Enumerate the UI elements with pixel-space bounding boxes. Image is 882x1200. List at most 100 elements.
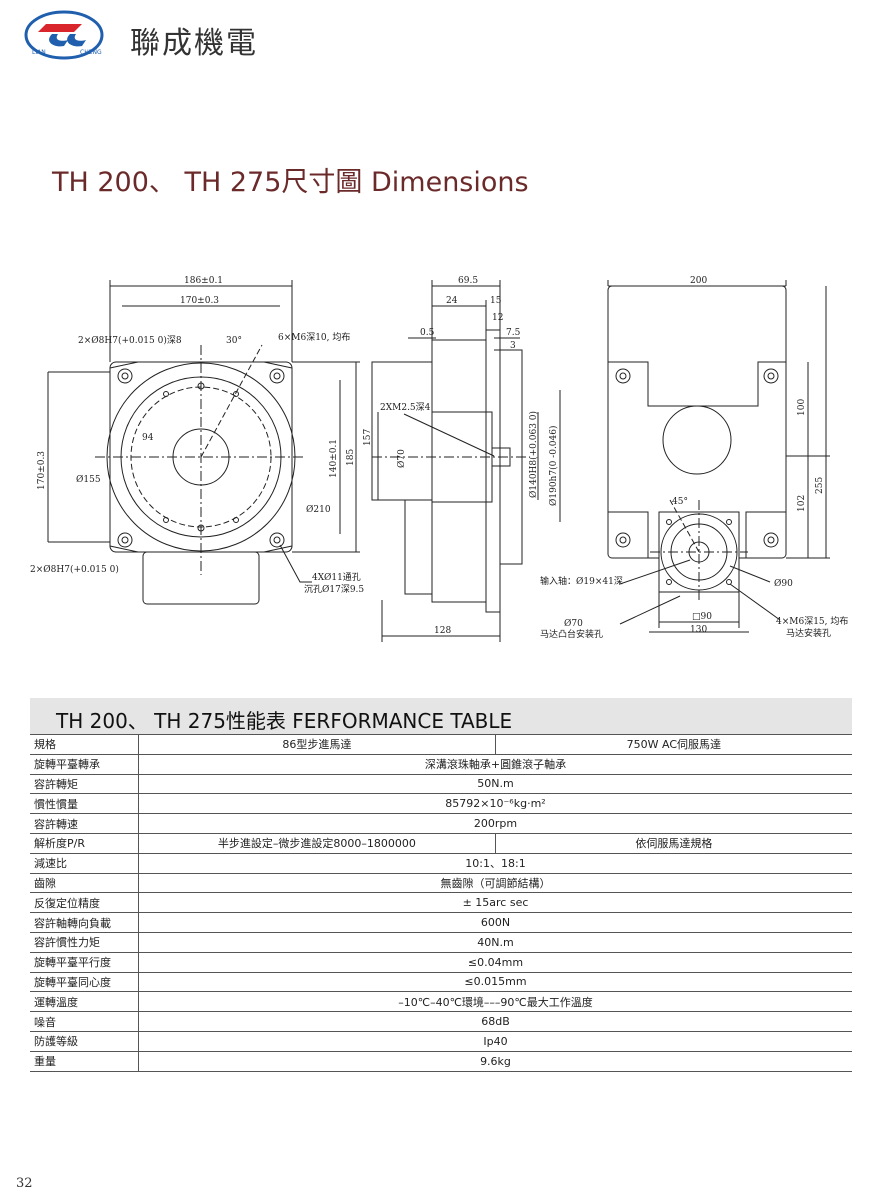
dim-102: 102 — [797, 495, 807, 512]
boss-holes-label: 马达凸台安装孔 — [540, 628, 603, 640]
row-label: 旋轉平臺平行度 — [30, 952, 139, 973]
dim-128: 128 — [434, 626, 451, 636]
logo-text-right: CHENG — [80, 49, 102, 56]
dim-69-5: 69.5 — [458, 276, 478, 286]
row-value-stepper: 半步進設定–微步進設定8000–1800000 — [138, 833, 496, 854]
row-label: 減速比 — [30, 853, 139, 874]
dim-7-5: 7.5 — [506, 328, 521, 338]
row-label: 重量 — [30, 1051, 139, 1072]
row-label: 解析度P/R — [30, 833, 139, 854]
row-value: ≤0.04mm — [138, 952, 852, 973]
dim-90-square: □90 — [692, 612, 712, 622]
row-label: 容許軸轉向負載 — [30, 912, 139, 933]
motor-holes-label: 马达安装孔 — [786, 627, 831, 639]
dim-15: 15 — [490, 296, 502, 306]
dim-170-width: 170±0.3 — [180, 296, 219, 306]
page-number: 32 — [16, 1176, 33, 1191]
row-value: 40N.m — [138, 932, 852, 953]
table-row: 反復定位精度± 15arc sec — [30, 892, 852, 914]
row-label: 容許慣性力矩 — [30, 932, 139, 953]
through-holes: 4XØ11通孔 — [312, 572, 361, 583]
performance-header: TH 200、 TH 275性能表 FERFORMANCE TABLE — [30, 698, 852, 734]
table-row: 齒隙無齒隙（可調節結構） — [30, 873, 852, 894]
row-value: 600N — [138, 912, 852, 933]
pin-bottom-label: 2×Ø8H7(+0.015 0) — [30, 564, 119, 575]
row-value-stepper: 86型步進馬達 — [138, 734, 496, 755]
row-value: –10℃–40℃環境–––90℃最大工作溫度 — [138, 991, 852, 1013]
dim-70-side: Ø70 — [396, 449, 407, 468]
row-label: 噪音 — [30, 1011, 139, 1032]
row-label: 容許轉速 — [30, 813, 139, 834]
m6-holes: 6×M6深10, 均布 — [278, 331, 350, 343]
row-label: 齒隙 — [30, 873, 139, 894]
row-label: 防護等級 — [30, 1031, 139, 1052]
row-value: 200rpm — [138, 813, 852, 834]
row-value: Ip40 — [138, 1031, 852, 1052]
table-row: 運轉溫度–10℃–40℃環境–––90℃最大工作溫度 — [30, 991, 852, 1013]
row-label: 運轉溫度 — [30, 991, 139, 1013]
dim-155: Ø155 — [76, 474, 101, 485]
table-row: 旋轉平臺同心度≤0.015mm — [30, 972, 852, 993]
dim-157: 157 — [363, 429, 373, 446]
dim-94: 94 — [142, 433, 154, 443]
dim-170-height: 170±0.3 — [37, 451, 47, 490]
side-body-mid — [431, 339, 487, 603]
row-value: 9.6kg — [138, 1051, 852, 1072]
dim-130: 130 — [690, 625, 707, 635]
dimensions-title: TH 200、 TH 275尺寸圖 Dimensions — [52, 167, 529, 198]
input-shaft-label: 输入轴：Ø19×41深 — [540, 575, 623, 587]
performance-title: TH 200、 TH 275性能表 FERFORMANCE TABLE — [56, 709, 513, 733]
dim-100: 100 — [797, 399, 807, 416]
company-name: 聯成機電 — [130, 26, 258, 61]
table-row: 旋轉平臺轉承深溝滾珠軸承+圓錐滾子軸承 — [30, 754, 852, 775]
dim-190h7: Ø190h7(0 -0.046) — [548, 426, 559, 507]
row-value: 85792×10⁻⁶kg·m² — [138, 793, 852, 815]
dim-12: 12 — [492, 313, 503, 323]
row-label: 慣性慣量 — [30, 793, 139, 815]
angle-45: 45° — [672, 497, 688, 507]
dim-185: 185 — [346, 449, 356, 466]
pin-top-label: 2×Ø8H7(+0.015 0)深8 — [78, 335, 182, 346]
dim-3: 3 — [510, 341, 516, 351]
row-value: 深溝滾珠軸承+圓錐滾子軸承 — [138, 754, 852, 775]
drawing-svg: 186±0.1 170±0.3 2×Ø8H7(+0.015 0)深8 30° 6… — [30, 276, 848, 642]
counterbore: 沉孔Ø17深9.5 — [304, 584, 364, 595]
row-value-servo: 依伺服馬達規格 — [495, 833, 852, 854]
logo-text-left: LIAN — [32, 49, 46, 56]
row-value: ± 15arc sec — [138, 892, 852, 914]
back-center-circle — [662, 405, 732, 475]
row-label: 旋轉平臺轉承 — [30, 754, 139, 775]
angle-30: 30° — [226, 336, 242, 346]
row-label: 容許轉矩 — [30, 774, 139, 795]
dimension-drawings: 186±0.1 170±0.3 2×Ø8H7(+0.015 0)深8 30° 6… — [0, 260, 882, 660]
row-value: 10:1、18:1 — [138, 853, 852, 874]
front-base — [142, 551, 260, 605]
table-row: 旋轉平臺平行度≤0.04mm — [30, 952, 852, 973]
company-logo: LIAN CHENG — [24, 10, 104, 60]
row-value: 無齒隙（可調節結構） — [138, 873, 852, 894]
row-value: 68dB — [138, 1011, 852, 1032]
dim-255: 255 — [815, 477, 825, 494]
dim-186: 186±0.1 — [184, 276, 223, 286]
m25-holes: 2XM2.5深4 — [380, 402, 431, 413]
dim-24: 24 — [446, 296, 458, 306]
dim-210: Ø210 — [306, 504, 331, 515]
row-value: ≤0.015mm — [138, 972, 852, 993]
dim-90-diameter: Ø90 — [774, 578, 793, 589]
row-value: 50N.m — [138, 774, 852, 795]
row-value-servo: 750W AC伺服馬達 — [495, 734, 852, 755]
dim-140h8: Ø140H8(+0.063 0) — [528, 411, 539, 498]
m6-motor-holes: 4×M6深15, 均布 — [776, 615, 848, 627]
